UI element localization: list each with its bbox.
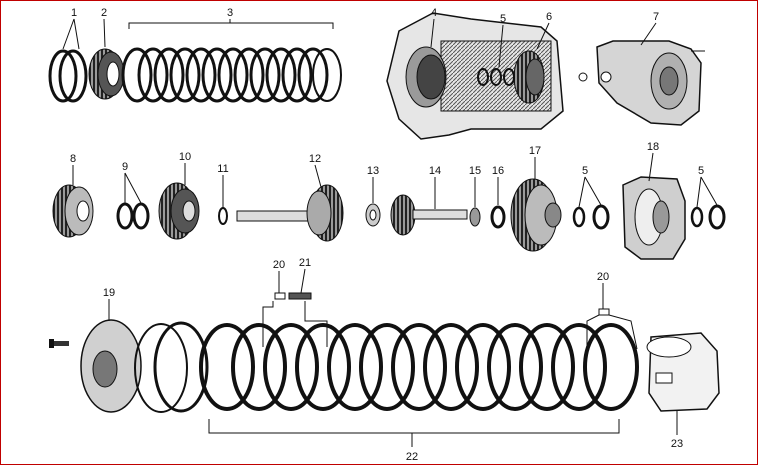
label-19: 19 <box>103 287 115 299</box>
part-12-shaft <box>236 184 344 242</box>
part-2-clutch-hub <box>88 48 125 100</box>
part-8-planetary <box>52 184 94 238</box>
part-13-bushing <box>365 203 381 227</box>
label-7: 7 <box>653 11 659 23</box>
part-17-drum-gear <box>510 178 562 252</box>
part-7-cover <box>578 40 705 126</box>
leader-lines <box>62 18 718 447</box>
label-12: 12 <box>309 153 321 165</box>
label-14: 14 <box>429 165 441 177</box>
part-21-spring <box>288 292 312 300</box>
label-23: 23 <box>671 438 683 450</box>
label-11: 11 <box>217 163 228 175</box>
part-5-washers-right <box>690 204 726 230</box>
part-10-gear-set <box>158 182 200 240</box>
part-23-drum <box>646 332 720 412</box>
callout-labels: 1 2 3 4 5 6 7 8 9 10 11 12 13 14 15 16 1… <box>70 7 704 463</box>
label-22: 22 <box>406 451 418 463</box>
label-20-right: 20 <box>597 271 609 283</box>
part-9-washers <box>116 202 150 230</box>
part-19-rings <box>134 321 209 413</box>
label-17: 17 <box>529 145 541 157</box>
label-20-left: 20 <box>273 259 285 271</box>
transmission-case <box>386 12 564 140</box>
part-20-pin-left <box>274 292 286 300</box>
label-8: 8 <box>70 153 76 165</box>
bolt <box>49 339 69 348</box>
part-19-pump <box>80 319 142 413</box>
part-5-washers-middle <box>572 204 610 230</box>
label-5-right: 5 <box>698 165 704 177</box>
label-13: 13 <box>367 165 379 177</box>
label-4: 4 <box>431 7 437 19</box>
label-15: 15 <box>469 165 481 177</box>
label-16: 16 <box>492 165 504 177</box>
label-9: 9 <box>122 161 128 173</box>
label-6: 6 <box>546 11 552 23</box>
label-3: 3 <box>227 7 233 19</box>
label-1: 1 <box>71 7 77 19</box>
part-14-output-shaft <box>390 194 468 236</box>
part-20-pin-right <box>598 308 610 316</box>
label-2: 2 <box>101 7 107 19</box>
part-15-bearing <box>469 207 481 227</box>
part-18-clutch-housing <box>622 176 686 260</box>
part-11-ring <box>218 207 228 225</box>
label-10: 10 <box>179 151 191 163</box>
part-3-clutch-plates <box>121 47 342 103</box>
label-5-middle: 5 <box>582 165 588 177</box>
part-1-snap-rings <box>48 49 88 103</box>
part-22-clutch-pack <box>199 323 639 411</box>
label-18: 18 <box>647 141 659 153</box>
label-21: 21 <box>299 257 311 269</box>
label-5-top: 5 <box>500 13 506 25</box>
part-16-seal <box>490 205 506 229</box>
